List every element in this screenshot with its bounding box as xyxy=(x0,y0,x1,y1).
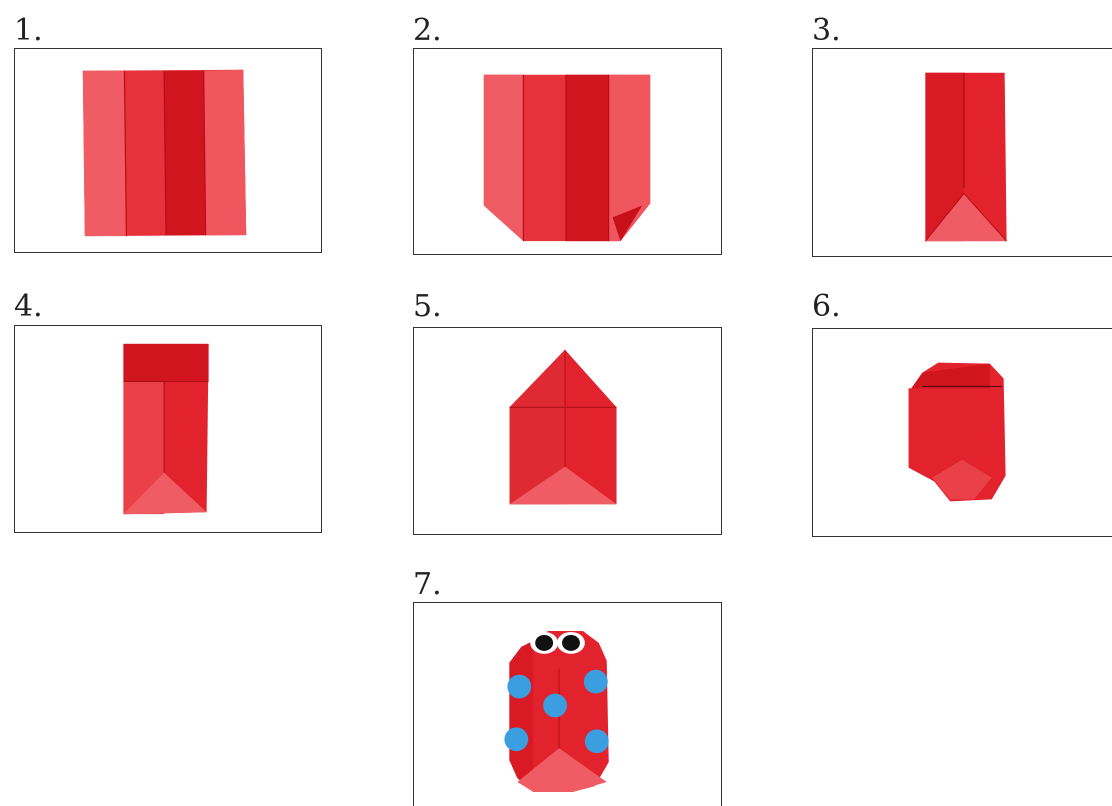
step-5-panel xyxy=(413,327,722,535)
pentagon-roof-fold-icon xyxy=(414,328,721,534)
step-number-2: 2. xyxy=(413,16,442,46)
step-number-1: 1. xyxy=(14,16,43,46)
step-number-7: 7. xyxy=(413,570,442,600)
step-number-6: 6. xyxy=(812,292,841,322)
rounded-beetle-body-icon xyxy=(813,329,1112,536)
step-3-panel xyxy=(812,48,1112,257)
step-number-5: 5. xyxy=(413,292,442,322)
strip-with-top-folded-down-icon xyxy=(15,326,321,532)
step-number-3: 3. xyxy=(812,16,841,46)
step-1-panel xyxy=(14,48,322,253)
step-6-panel xyxy=(812,328,1112,537)
step-2-panel xyxy=(413,48,722,255)
finished-ladybug-icon xyxy=(414,603,721,806)
square-paper-with-vertical-folds-icon xyxy=(15,49,321,252)
step-7-panel xyxy=(413,602,722,806)
paper-folded-into-narrow-strip-icon xyxy=(813,49,1112,256)
step-4-panel xyxy=(14,325,322,533)
paper-with-bottom-corners-folded-icon xyxy=(414,49,721,254)
step-number-4: 4. xyxy=(14,292,43,322)
